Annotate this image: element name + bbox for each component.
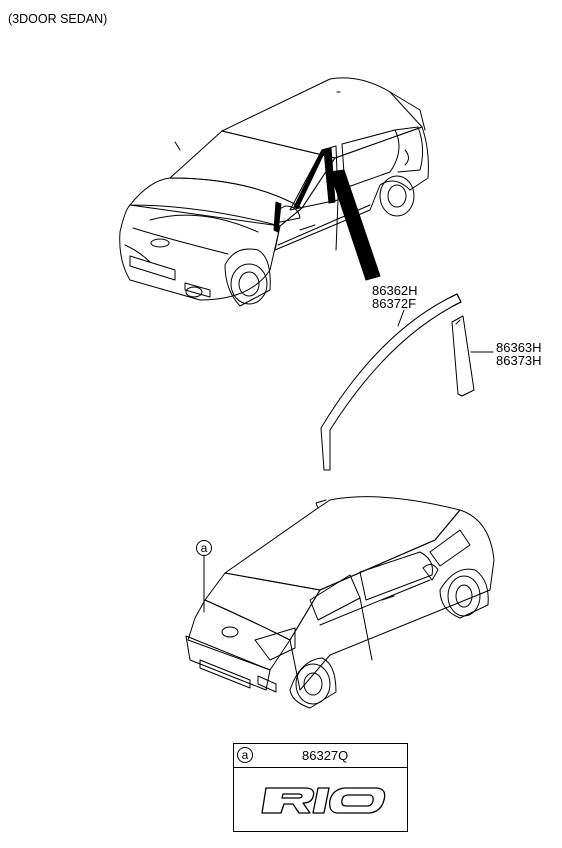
front-molding-leader-line [397,309,405,327]
callout-a: a [196,540,212,556]
diagram-title: (3DOOR SEDAN) [8,12,108,26]
part-number-86372F: 86372F [372,296,417,311]
rio-emblem [261,787,386,814]
front-door-molding-part [320,293,462,471]
part-number-86327Q: 86327Q [302,748,349,763]
part-number-86373H: 86373H [496,353,542,368]
rear-car-illustration [185,496,495,709]
part-number-86363H: 86363H [496,340,542,355]
emblem-part-box: a 86327Q [233,743,408,832]
front-molding-highlight [273,147,381,281]
part-number-86362H: 86362H [372,283,418,298]
emblem-box-header: a 86327Q [234,744,407,768]
rear-pillar-molding-part [451,315,475,397]
front-car-illustration [119,77,429,307]
emblem-box-callout: a [237,747,253,763]
